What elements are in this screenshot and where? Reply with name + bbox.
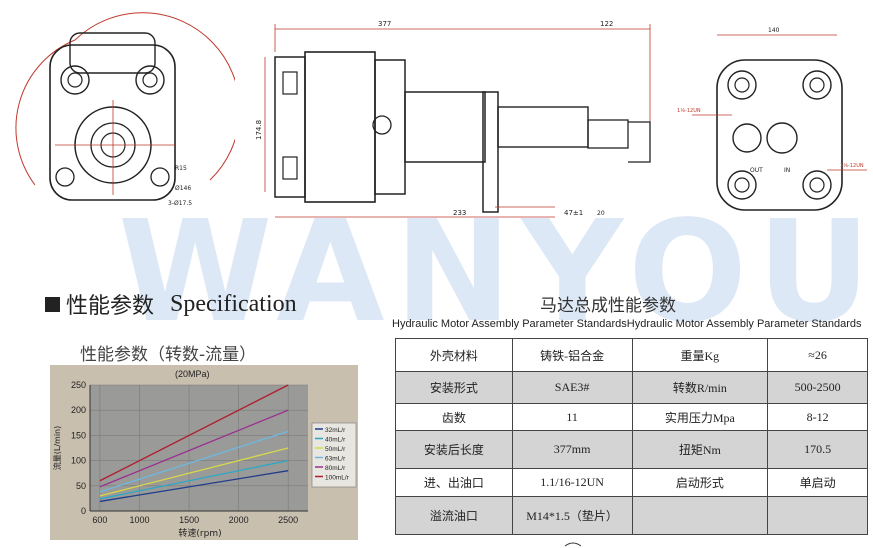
table-cell: 1.1/16-12UN — [511, 468, 633, 497]
dim-377: 377 — [378, 20, 391, 28]
table-cell: 扭矩Nm — [631, 430, 769, 469]
table-cell: 重量Kg — [631, 338, 769, 372]
series-line — [99, 459, 289, 500]
dim-20: 20 — [597, 210, 605, 217]
table-cell: 500-2500 — [767, 371, 868, 404]
table-cell — [631, 496, 769, 535]
y-tick-label: 200 — [71, 405, 86, 415]
thread-label-left: 1⅛-12UN — [677, 108, 701, 114]
table-cell: 8-12 — [767, 403, 868, 431]
flow-chart-svg: 0 50 100 150 200 250 600 1000 1500 2000 2500 (20MPa… — [52, 369, 357, 539]
dia146-label: Ø146 — [175, 185, 191, 192]
table-cell: 170.5 — [767, 430, 868, 469]
plot-area — [90, 385, 308, 511]
r15-label: R15 — [175, 165, 187, 172]
table-cell: M14*1.5（垫片） — [511, 496, 633, 535]
table-cell: 溢流油口 — [395, 496, 513, 535]
table-cell — [767, 496, 868, 535]
legend-label: 63mL/r — [325, 456, 346, 463]
table-cell: 安装后长度 — [395, 430, 513, 469]
side-view-drawing: 377 122 174.8 233 47±1 20 — [255, 20, 651, 218]
chart-title: (20MPa) — [175, 369, 210, 379]
table-cell: 转数R/min — [631, 371, 769, 404]
front-view-drawing: R15 Ø146 3-Ø17.5 — [15, 12, 235, 207]
legend-box — [311, 422, 357, 488]
y-tick-label: 50 — [76, 481, 86, 491]
heading-bullet — [45, 296, 60, 312]
table-cell: 11 — [511, 403, 633, 431]
table-cell: 进、出油口 — [395, 468, 513, 497]
table-cell: 齿数 — [395, 403, 513, 431]
series-line — [99, 470, 289, 503]
legend-label: 50mL/r — [325, 446, 346, 453]
spec-heading: 性能参数 Specification — [45, 287, 297, 321]
x-tick-label: 2000 — [229, 515, 249, 525]
table-cell: SAE3# — [511, 371, 633, 404]
series-line — [99, 384, 289, 482]
flow-chart: 0 50 100 150 200 250 600 1000 1500 2000 2500 (20MPa… — [50, 365, 358, 540]
table-cell: 安装形式 — [395, 371, 513, 404]
table-cell: 铸铁-铝合金 — [511, 338, 633, 372]
x-tick-label: 2500 — [278, 515, 298, 525]
spec-heading-en: Specification — [170, 290, 297, 317]
table-cell: 启动形式 — [631, 468, 769, 497]
spec-heading-cn: 性能参数 — [66, 294, 155, 319]
x-tick-label: 1000 — [130, 515, 150, 525]
page-mark — [564, 542, 582, 547]
table-cell: 外壳材料 — [395, 338, 513, 372]
legend-label: 40mL/r — [325, 437, 346, 444]
rear-view-drawing: 140 1⅛-12UN 1⅛-12UN OUT IN — [677, 27, 867, 211]
table-cell: ≈26 — [767, 338, 868, 372]
legend-label: 32mL/r — [325, 427, 346, 434]
x-tick-label: 600 — [92, 515, 107, 525]
y-tick-label: 250 — [71, 380, 86, 390]
dia175-label: 3-Ø17.5 — [168, 200, 192, 207]
out-label: OUT — [750, 167, 763, 174]
in-label: IN — [784, 167, 790, 174]
dim-47: 47±1 — [564, 209, 583, 217]
legend-label: 100mL/r — [325, 475, 350, 482]
dim-140: 140 — [768, 27, 780, 34]
chart-title-cn: 性能参数（转数-流量） — [80, 345, 257, 365]
series-line — [99, 430, 289, 493]
dim-233: 233 — [453, 209, 466, 217]
y-tick-label: 150 — [71, 430, 86, 440]
dim-122: 122 — [600, 20, 613, 28]
table-title: 马达总成性能参数 — [540, 296, 676, 316]
y-tick-label: 100 — [71, 456, 86, 466]
series-line — [99, 409, 289, 488]
table-cell: 单启动 — [767, 468, 868, 497]
legend-label: 80mL/r — [325, 465, 346, 472]
y-axis-label: 流量(L/min) — [52, 426, 62, 470]
table-subtitle: Hydraulic Motor Assembly Parameter Stand… — [392, 318, 862, 330]
table-cell: 实用压力Mpa — [631, 403, 769, 431]
x-axis-label: 转速(rpm) — [178, 527, 221, 539]
technical-drawings: R15 Ø146 3-Ø17.5 377 122 174.8 233 47±1 … — [0, 0, 873, 240]
thread-label-right: 1⅛-12UN — [840, 163, 864, 169]
dim-174: 174.8 — [255, 120, 263, 140]
x-tick-label: 1500 — [179, 515, 199, 525]
series-line — [99, 447, 289, 497]
table-row: 外壳材料铸铁-铝合金重量Kg≈26 — [395, 338, 868, 372]
table-cell: 377mm — [511, 430, 633, 469]
y-tick-label: 0 — [81, 506, 86, 516]
